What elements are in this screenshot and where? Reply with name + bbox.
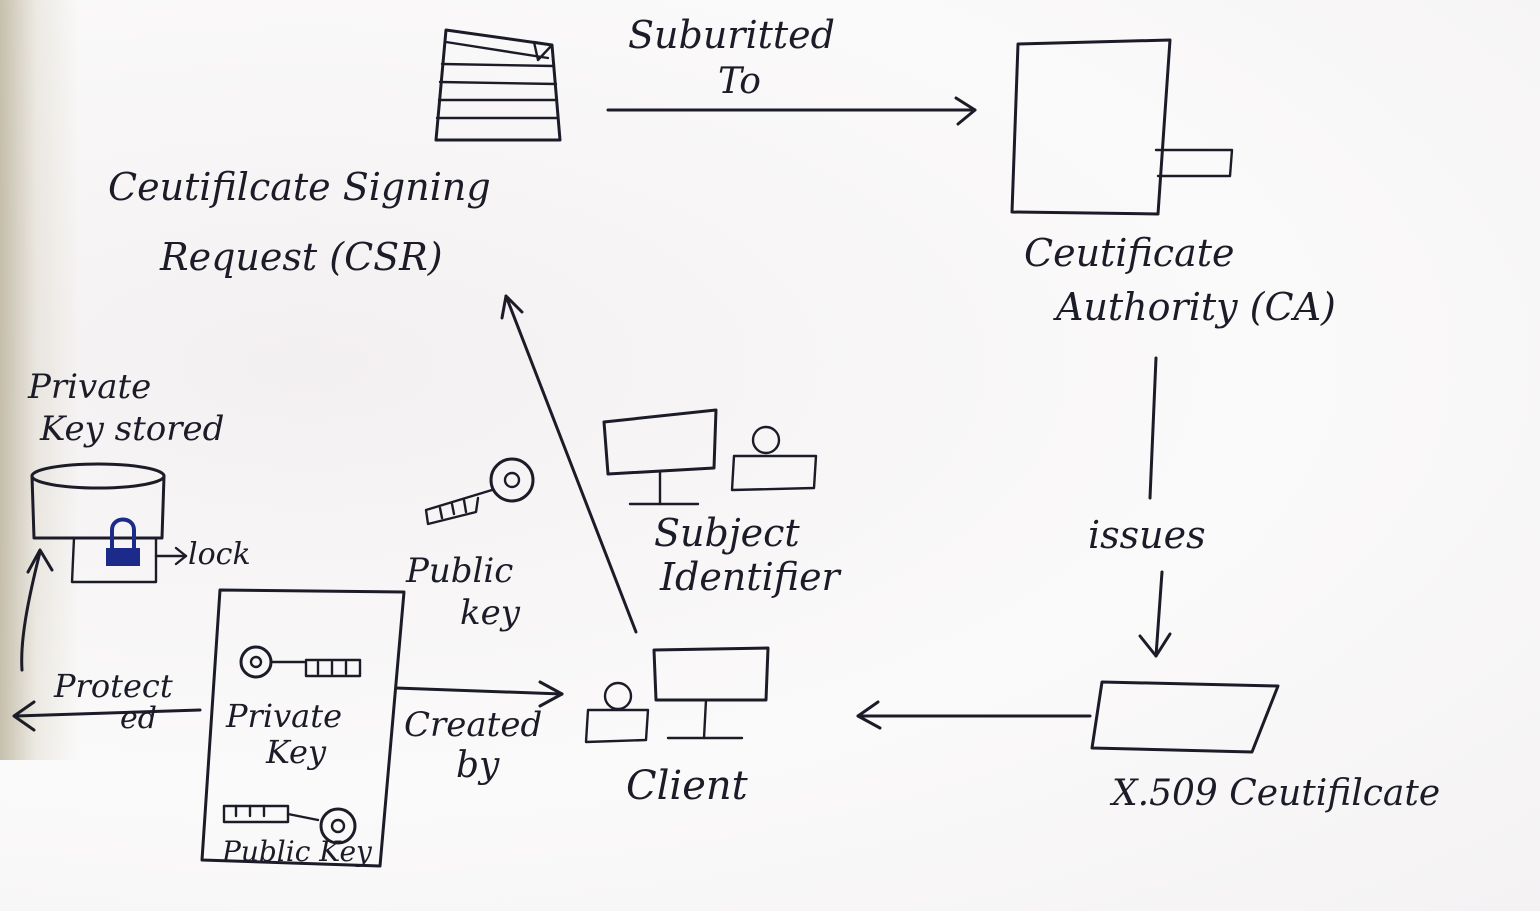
- subject-user-icon: [732, 427, 816, 490]
- private-key-stored-label-line1: Private: [28, 370, 151, 404]
- public-key-label-line2: key: [460, 596, 520, 630]
- public-key-card-label: Public Key: [222, 838, 372, 866]
- submitted-to-arrow: [608, 98, 975, 124]
- issues-arrow: [1140, 358, 1170, 656]
- submitted-to-label-line1: Suburitted: [628, 16, 835, 54]
- x509-certificate-label: X.509 Ceutifilcate: [1112, 776, 1440, 812]
- created-by-label-line2: by: [456, 748, 499, 784]
- subject-computer-icon: [604, 410, 716, 504]
- up-to-storage-arrow: [22, 550, 52, 670]
- ca-label-line2: Authority (CA): [1056, 288, 1336, 326]
- x509-certificate-icon: [1092, 682, 1278, 752]
- created-by-label-line1: Created: [404, 708, 542, 742]
- private-key-icon: [241, 647, 360, 677]
- protected-label-line1: Protect: [54, 670, 173, 702]
- client-computer-icon: [654, 648, 768, 738]
- client-user-icon: [586, 683, 648, 742]
- certificate-authority-icon: [1012, 40, 1232, 214]
- issues-label: issues: [1088, 516, 1206, 554]
- csr-document-icon: [436, 30, 560, 140]
- private-key-card-label-line1: Private: [226, 700, 342, 732]
- subject-identifier-label-line2: Identifier: [660, 558, 840, 596]
- public-key-icon: [426, 459, 533, 524]
- public-key-label-line1: Public: [406, 554, 513, 588]
- submitted-to-label-line2: To: [718, 64, 761, 100]
- certificate-to-client-arrow: [858, 702, 1090, 728]
- private-key-stored-label-line2: Key stored: [40, 412, 224, 446]
- lock-label: lock: [188, 540, 251, 570]
- client-label: Client: [626, 766, 748, 806]
- private-key-card-label-line2: Key: [266, 736, 326, 768]
- protected-label-line2: ed: [120, 704, 157, 734]
- ca-label-line1: Ceutificate: [1024, 234, 1235, 272]
- csr-label-line1: Ceutifilcate Signing: [108, 168, 491, 206]
- lock-pointer-arrow: [156, 548, 186, 564]
- protected-arrow: [14, 702, 200, 730]
- subject-identifier-label-line1: Subject: [654, 514, 800, 552]
- created-by-arrow: [396, 682, 562, 706]
- csr-label-line2: Request (CSR): [160, 238, 443, 276]
- client-to-csr-arrow: [502, 296, 636, 632]
- storage-drum-icon: [32, 464, 164, 582]
